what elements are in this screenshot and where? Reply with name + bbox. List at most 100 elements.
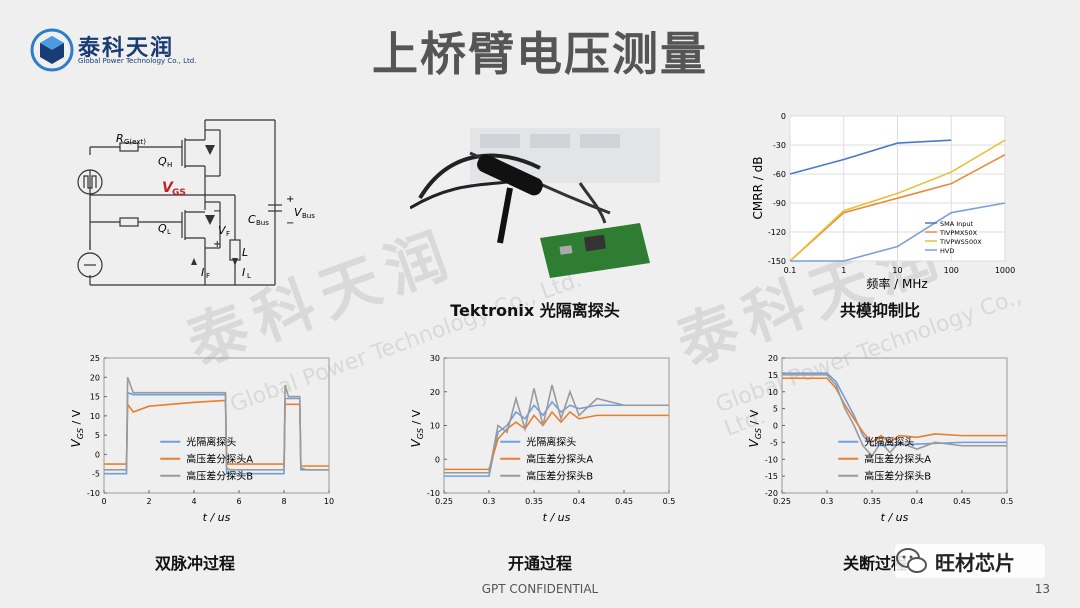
ql-label: Q	[158, 222, 167, 235]
xtick-label: 0.4	[911, 497, 924, 506]
ql-sub: L	[167, 228, 171, 236]
ytick-label: 0	[95, 450, 100, 459]
cbus-label: C	[248, 213, 256, 226]
ytick-label: -10	[427, 489, 440, 498]
ytick-label: 20	[768, 354, 778, 363]
vbus-minus: −	[286, 218, 294, 229]
half-bridge-circuit-diagram: R G(ext) Q H V GS Q L V F − + C Bus V Bu…	[77, 119, 315, 286]
ytick-label: 10	[430, 422, 440, 431]
xtick-label: 0.45	[615, 497, 633, 506]
wechat-icon	[896, 548, 927, 573]
xtick-label: 0.3	[483, 497, 496, 506]
y-axis-label-main: V	[69, 439, 83, 448]
vgs-label: V	[162, 180, 174, 196]
if-label: I	[201, 266, 204, 279]
cmrr-ytick-label: -120	[768, 228, 786, 237]
turn-on-caption: 开通过程	[507, 554, 572, 573]
page-title: 上桥臂电压测量	[372, 27, 708, 81]
xtick-label: 8	[281, 497, 286, 506]
cmrr-series-line	[790, 202, 1006, 262]
probe-photo	[410, 128, 660, 278]
cmrr-legend-label: TIVPMX50X	[939, 229, 978, 237]
cmrr-legend-label: HVD	[940, 247, 954, 255]
legend-label: 高压差分探头A	[526, 453, 593, 466]
ytick-label: -20	[765, 489, 778, 498]
cmrr-ytick-label: -150	[768, 257, 786, 266]
xtick-label: 0.5	[1001, 497, 1014, 506]
wechat-badge[interactable]: 旺材芯片	[895, 544, 1045, 578]
qh-sub: H	[167, 161, 172, 169]
legend-label: 高压差分探头B	[186, 470, 253, 483]
waveform-line	[444, 400, 669, 477]
cmrr-caption: 共模抑制比	[839, 301, 920, 320]
xtick-label: 0	[101, 497, 106, 506]
cbus-sub: Bus	[256, 219, 269, 227]
y-axis-label-unit: / V	[410, 409, 423, 428]
ytick-label: 0	[773, 422, 778, 431]
if-sub: F	[206, 272, 210, 280]
qh-label: Q	[158, 155, 167, 168]
vbus-label: V	[294, 206, 303, 219]
ytick-label: 10	[90, 412, 100, 421]
ytick-label: -5	[770, 438, 778, 447]
legend-label: 光隔离探头	[526, 436, 576, 449]
ytick-label: 30	[430, 354, 440, 363]
ytick-label: -15	[765, 472, 778, 481]
xtick-label: 0.25	[773, 497, 791, 506]
ytick-label: 5	[773, 405, 778, 414]
x-axis-label: t / us	[203, 511, 231, 524]
xtick-label: 0.5	[663, 497, 676, 506]
y-axis-label-main: V	[747, 439, 761, 448]
ytick-label: 15	[90, 393, 100, 402]
y-axis-label-main: V	[409, 439, 423, 448]
xtick-label: 6	[236, 497, 241, 506]
vbus-sub: Bus	[302, 212, 315, 220]
vf-label: V	[218, 224, 227, 237]
cmrr-ytick-label: -90	[773, 199, 786, 208]
xtick-label: 0.35	[525, 497, 543, 506]
rg-sub: G(ext)	[124, 138, 146, 146]
cmrr-ytick-label: 0	[781, 112, 786, 121]
cmrr-xtick-label: 0.1	[784, 266, 797, 275]
xtick-label: 0.45	[953, 497, 971, 506]
legend-label: 高压差分探头A	[186, 453, 253, 466]
wechat-account-name: 旺材芯片	[935, 550, 1015, 575]
vf-plus: +	[213, 239, 221, 250]
waveform-line	[782, 374, 1007, 458]
y-axis-label: VGS / V	[69, 409, 85, 447]
ytick-label: 20	[430, 388, 440, 397]
test-board	[540, 223, 650, 278]
il-sub: L	[247, 272, 251, 280]
cmrr-series-line	[789, 153, 1006, 262]
cmrr-ytick-label: -60	[773, 170, 786, 179]
double-pulse-caption: 双脉冲过程	[154, 554, 235, 573]
xtick-label: 4	[191, 497, 196, 506]
ytick-label: -10	[87, 489, 100, 498]
waveform-line	[104, 377, 329, 471]
y-axis-label-unit: / V	[748, 409, 761, 428]
y-axis-label-sub: GS	[76, 428, 85, 439]
y-axis-label-sub: GS	[754, 428, 763, 439]
cmrr-xtick-label: 1000	[995, 266, 1015, 275]
vgs-sub: GS	[172, 188, 186, 198]
cmrr-legend-label: TIVPWS500X	[939, 238, 982, 246]
cmrr-xtick-label: 100	[944, 266, 959, 275]
legend-label: 光隔离探头	[186, 436, 236, 449]
inductor-label: L	[242, 246, 248, 259]
ytick-label: -5	[92, 470, 100, 479]
xtick-label: 0.4	[573, 497, 586, 506]
cmrr-series-line	[789, 139, 1006, 262]
rg-label: R	[116, 132, 124, 145]
footer-confidential: GPT CONFIDENTIAL	[481, 582, 599, 596]
xtick-label: 0.3	[821, 497, 834, 506]
y-axis-label: VGS / V	[409, 409, 425, 447]
probe-head	[477, 154, 543, 196]
legend-label: 高压差分探头B	[526, 470, 593, 483]
vf-minus: −	[213, 206, 221, 217]
xtick-label: 0.35	[863, 497, 881, 506]
cmrr-ytick-label: -30	[773, 141, 786, 150]
logo-text-en: Global Power Technology Co., Ltd.	[78, 57, 197, 65]
